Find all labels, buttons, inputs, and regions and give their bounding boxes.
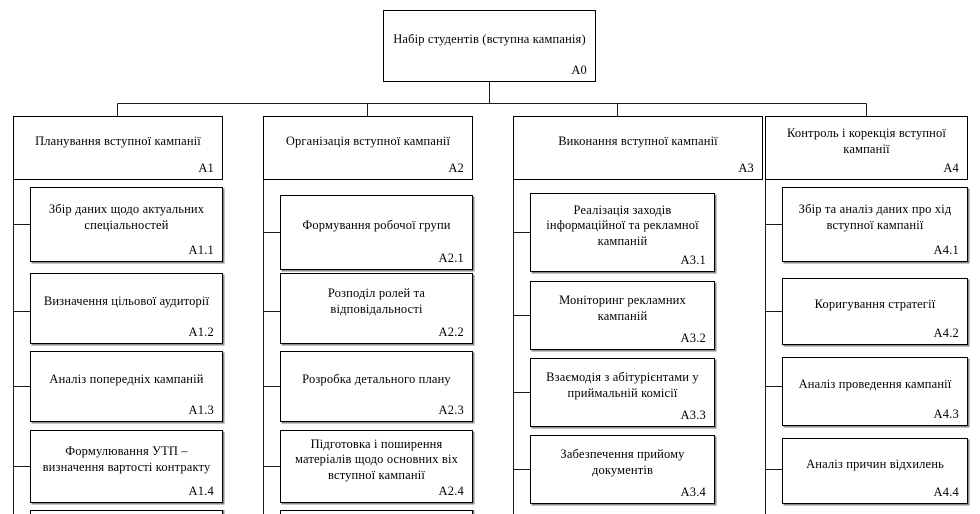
node-a4-4-title: Аналіз причин відхилень bbox=[806, 456, 944, 471]
node-a4-3-code: A4.3 bbox=[933, 407, 959, 422]
node-a4-4[interactable]: Аналіз причин відхилень A4.4 bbox=[782, 438, 968, 504]
node-a2-title: Організація вступної кампанії bbox=[285, 133, 451, 148]
node-a2-4-code: A2.4 bbox=[438, 484, 464, 499]
node-a2-1-title: Формування робочої групи bbox=[302, 218, 451, 233]
node-a0-code: A0 bbox=[571, 63, 587, 78]
node-a3-3[interactable]: Взаємодія з абітурієнтами у приймальній … bbox=[530, 358, 715, 427]
node-a2-3[interactable]: Розробка детального плану A2.3 bbox=[280, 351, 473, 422]
node-a1-4[interactable]: Формулювання УТП – визначення вартості к… bbox=[30, 430, 223, 503]
node-a3-3-code: A3.3 bbox=[680, 408, 706, 423]
node-a3-2-title: Моніторинг рекламних кампаній bbox=[559, 293, 686, 324]
node-a3-4-title: Забезпечення прийому документів bbox=[560, 447, 685, 478]
node-a3-4[interactable]: Забезпечення прийому документів A3.4 bbox=[530, 435, 715, 504]
node-a1-2-code: A1.2 bbox=[188, 325, 214, 340]
node-a4-4-code: A4.4 bbox=[933, 485, 959, 500]
node-a4-3[interactable]: Аналіз проведення кампанії A4.3 bbox=[782, 357, 968, 426]
node-a1-5-clipped[interactable] bbox=[30, 510, 223, 514]
node-a4-2[interactable]: Коригування стратегії A4.2 bbox=[782, 278, 968, 345]
node-a3-code: A3 bbox=[738, 161, 754, 176]
node-a4-1-title: Збір та аналіз даних про хід вступної ка… bbox=[798, 202, 952, 233]
node-a2-1[interactable]: Формування робочої групи A2.1 bbox=[280, 195, 473, 270]
node-a0[interactable]: Набір студентів (вступна кампанія) A0 bbox=[383, 10, 596, 82]
node-a2-2-title: Розподіл ролей та відповідальності bbox=[327, 286, 426, 317]
node-a2[interactable]: Організація вступної кампанії A2 bbox=[263, 116, 473, 180]
node-a3-4-code: A3.4 bbox=[680, 485, 706, 500]
node-a3-1[interactable]: Реалізація заходів інформаційної та рекл… bbox=[530, 193, 715, 272]
node-a2-code: A2 bbox=[448, 161, 464, 176]
node-a1-code: A1 bbox=[198, 161, 214, 176]
node-a3-title: Виконання вступної кампанії bbox=[558, 133, 718, 148]
node-a4-code: A4 bbox=[943, 161, 959, 176]
node-a4[interactable]: Контроль і корекція вступної кампанії A4 bbox=[765, 116, 968, 180]
node-a2-3-code: A2.3 bbox=[438, 403, 464, 418]
node-a2-5-clipped[interactable] bbox=[280, 510, 473, 514]
node-a2-2-code: A2.2 bbox=[438, 325, 464, 340]
node-a3-2[interactable]: Моніторинг рекламних кампаній A3.2 bbox=[530, 281, 715, 350]
node-a2-1-code: A2.1 bbox=[438, 251, 464, 266]
node-a2-4[interactable]: Підготовка і поширення матеріалів щодо о… bbox=[280, 430, 473, 503]
node-a4-1-code: A4.1 bbox=[933, 243, 959, 258]
node-a1-1-title: Збір даних щодо актуальних спеціальносте… bbox=[48, 202, 205, 233]
node-a0-title: Набір студентів (вступна кампанія) bbox=[393, 31, 586, 46]
node-a1-3-title: Аналіз попередніх кампаній bbox=[49, 372, 204, 387]
node-a1-4-title: Формулювання УТП – визначення вартості к… bbox=[42, 444, 211, 475]
node-a1-3-code: A1.3 bbox=[188, 403, 214, 418]
node-a1[interactable]: Планування вступної кампанії A1 bbox=[13, 116, 223, 180]
node-a1-4-code: A1.4 bbox=[188, 484, 214, 499]
node-a1-2[interactable]: Визначення цільової аудиторії A1.2 bbox=[30, 273, 223, 344]
node-a1-title: Планування вступної кампанії bbox=[35, 133, 201, 148]
node-a3[interactable]: Виконання вступної кампанії A3 bbox=[513, 116, 763, 180]
node-a4-title: Контроль і корекція вступної кампанії bbox=[786, 125, 947, 156]
node-a1-1-code: A1.1 bbox=[188, 243, 214, 258]
node-a2-3-title: Розробка детального плану bbox=[302, 372, 451, 387]
node-a1-1[interactable]: Збір даних щодо актуальних спеціальносте… bbox=[30, 187, 223, 262]
node-a4-3-title: Аналіз проведення кампанії bbox=[798, 377, 952, 392]
node-a2-4-title: Підготовка і поширення матеріалів щодо о… bbox=[295, 436, 458, 483]
node-a1-2-title: Визначення цільової аудиторії bbox=[43, 294, 210, 309]
node-a3-2-code: A3.2 bbox=[680, 331, 706, 346]
node-a4-2-code: A4.2 bbox=[933, 326, 959, 341]
node-a3-3-title: Взаємодія з абітурієнтами у приймальній … bbox=[546, 370, 699, 401]
node-a4-1[interactable]: Збір та аналіз даних про хід вступної ка… bbox=[782, 187, 968, 262]
node-a1-3[interactable]: Аналіз попередніх кампаній A1.3 bbox=[30, 351, 223, 422]
node-a3-1-code: A3.1 bbox=[680, 253, 706, 268]
node-a3-1-title: Реалізація заходів інформаційної та рекл… bbox=[546, 202, 699, 249]
node-a4-2-title: Коригування стратегії bbox=[814, 297, 936, 312]
node-a2-2[interactable]: Розподіл ролей та відповідальності A2.2 bbox=[280, 273, 473, 344]
